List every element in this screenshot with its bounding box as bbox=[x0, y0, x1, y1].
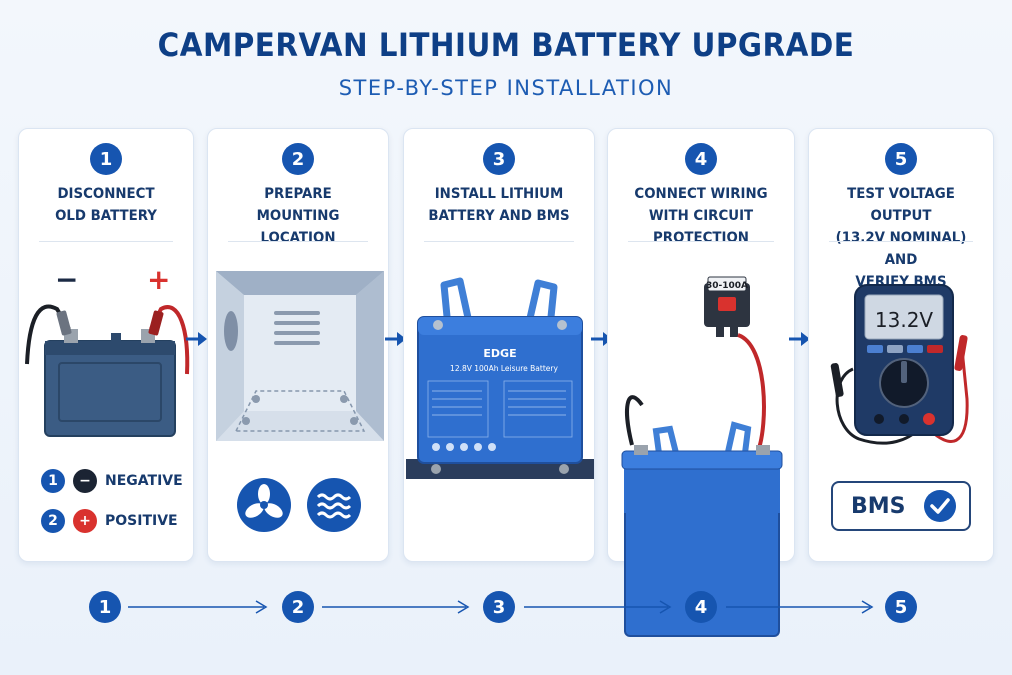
legend-order-2: 2 bbox=[41, 509, 65, 533]
step-number-1: 1 bbox=[90, 143, 122, 175]
minus-sign: − bbox=[55, 263, 78, 296]
fuse-label: 30-100A bbox=[706, 281, 748, 291]
step-card-4: 4 CONNECT WIRING WITH CIRCUIT PROTECTION… bbox=[607, 128, 795, 637]
fan-icon bbox=[237, 478, 291, 532]
timeline-step-1: 1 bbox=[89, 591, 121, 623]
arrow-right-icon bbox=[385, 332, 406, 346]
timeline-arrow-icon bbox=[524, 600, 672, 614]
step-number-4: 4 bbox=[685, 143, 717, 175]
step-title-3: INSTALL LITHIUM BATTERY AND BMS bbox=[428, 186, 570, 224]
step-card-1: 1 DISCONNECT OLD BATTERY − + 1 − NEGATIV… bbox=[18, 128, 194, 562]
check-icon bbox=[924, 490, 956, 522]
step-card-5: 5 TEST VOLTAGE OUTPUT (13.2V NOMINAL) AN… bbox=[808, 128, 994, 562]
separator bbox=[829, 241, 973, 242]
timeline-step-5: 5 bbox=[885, 591, 917, 623]
legend-negative: 1 − NEGATIVE bbox=[41, 469, 183, 493]
timeline-step-2: 2 bbox=[282, 591, 314, 623]
step-number-3: 3 bbox=[483, 143, 515, 175]
timeline-step-4: 4 bbox=[685, 591, 717, 623]
arrow-right-icon bbox=[186, 332, 207, 346]
legend-negative-label: NEGATIVE bbox=[105, 473, 183, 489]
arrow-right-icon bbox=[789, 332, 810, 346]
step-title-2: PREPARE MOUNTING LOCATION bbox=[256, 186, 340, 246]
step-number-5: 5 bbox=[885, 143, 917, 175]
separator bbox=[39, 241, 173, 242]
step-card-3: 3 INSTALL LITHIUM BATTERY AND BMS EDGE 1… bbox=[403, 128, 595, 562]
page-subtitle: STEP-BY-STEP INSTALLATION bbox=[338, 76, 674, 100]
wiring-illustration: 30-100A bbox=[621, 276, 783, 515]
step-title-4: CONNECT WIRING WITH CIRCUIT PROTECTION bbox=[634, 186, 768, 246]
lithium-battery-illustration: EDGE 12.8V 100Ah Leisure Battery bbox=[406, 277, 594, 479]
mounting-compartment-illustration bbox=[216, 271, 384, 441]
timeline-arrow-icon bbox=[726, 600, 874, 614]
page-title: CAMPERVAN LITHIUM BATTERY UPGRADE bbox=[157, 26, 855, 64]
separator bbox=[228, 241, 368, 242]
bms-status-box: BMS bbox=[831, 481, 971, 531]
battery-spec: 12.8V 100Ah Leisure Battery bbox=[450, 364, 558, 373]
multimeter-illustration: 13.2V bbox=[830, 284, 969, 445]
timeline-step-3: 3 bbox=[483, 591, 515, 623]
legend-positive-label: POSITIVE bbox=[105, 513, 178, 529]
airflow-icon bbox=[307, 478, 361, 532]
plus-sign: + bbox=[147, 263, 170, 296]
step-title-1: DISCONNECT OLD BATTERY bbox=[55, 186, 157, 224]
bms-label: BMS bbox=[851, 493, 906, 519]
separator bbox=[424, 241, 574, 242]
positive-icon: + bbox=[73, 509, 97, 533]
negative-icon: − bbox=[73, 469, 97, 493]
timeline-arrow-icon bbox=[128, 600, 268, 614]
step-card-2: 2 PREPARE MOUNTING LOCATION bbox=[207, 128, 389, 562]
meter-reading: 13.2V bbox=[875, 308, 934, 332]
separator bbox=[628, 241, 774, 242]
battery-brand: EDGE bbox=[483, 347, 516, 360]
legend-order-1: 1 bbox=[41, 469, 65, 493]
old-battery-illustration: − + bbox=[25, 263, 190, 437]
step-number-2: 2 bbox=[282, 143, 314, 175]
timeline-arrow-icon bbox=[322, 600, 470, 614]
legend-positive: 2 + POSITIVE bbox=[41, 509, 178, 533]
